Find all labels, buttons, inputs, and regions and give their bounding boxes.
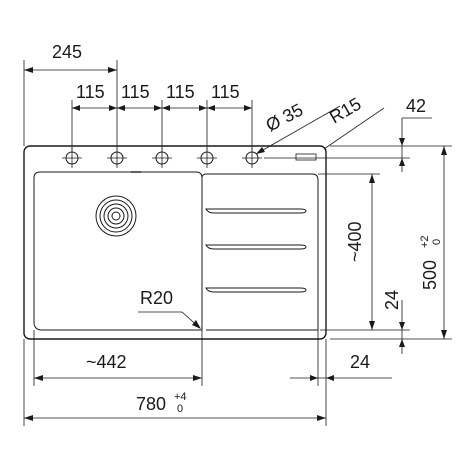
tap-hole-icon [197,148,217,168]
dimension-hole-spacing [71,100,253,150]
tap-hole-icon [107,148,127,168]
hole-spacing-label-2: 115 [121,82,150,102]
dimension-780-label: 780 [136,394,166,414]
diameter-arrow [256,147,265,154]
dimension-245 [23,60,118,150]
tap-hole-icon [62,148,82,168]
inner-radius-arrow [192,320,201,329]
tap-hole-icon [242,148,262,168]
dimension-245-label: 245 [52,42,82,62]
dimension-24-horizontal-label: 24 [350,352,370,372]
dimension-42-label: 42 [406,96,426,116]
overflow-slot [295,153,317,161]
diameter-leader [255,105,341,155]
hole-spacing-label-4: 115 [211,82,240,102]
dimension-442-label: ~442 [86,352,127,372]
dimension-780 [23,339,327,426]
diameter-label: Ø 35 [262,100,306,136]
dimension-780-tol-upper: +4 [174,391,187,403]
dimension-400-label: ~400 [345,221,365,262]
dimension-400 [318,173,410,331]
hole-spacing-label-3: 115 [166,82,195,102]
drain-icon [95,195,137,237]
dimension-500-tol-lower: 0 [431,239,443,245]
dimension-500 [410,146,452,340]
drainer-groove [205,244,307,250]
inner-radius-label: R20 [140,288,173,308]
dimension-42 [264,117,452,172]
drainer-groove [205,287,307,293]
dimension-24-horizontal [290,330,392,386]
dimension-24-vertical [330,300,410,354]
dimension-500-tol-upper: +2 [419,235,431,248]
dimension-500-label: 500 [420,260,440,290]
dimension-442 [33,330,203,386]
bowl-outline [33,171,203,331]
sink-outer-outline [23,145,327,340]
hole-spacing-label-1: 115 [76,82,105,102]
drainer-outline [201,173,319,331]
tap-hole-icon [152,148,172,168]
corner-radius-leader [323,107,385,150]
dimension-780-tol-lower: 0 [177,403,183,415]
drainer-groove [205,208,307,214]
dimension-24-vertical-label: 24 [382,290,402,310]
corner-radius-label: R15 [326,94,365,128]
